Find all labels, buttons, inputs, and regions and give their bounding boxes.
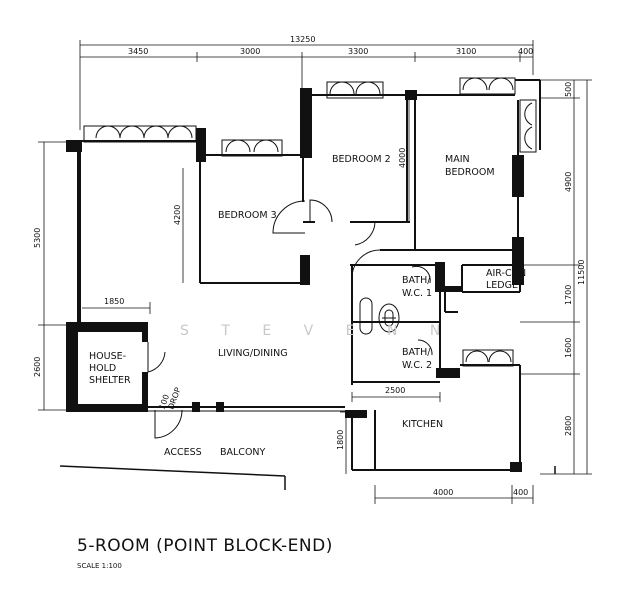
dim-bottom-4000: 4000 xyxy=(433,488,453,497)
dim-bottom-400: 400 xyxy=(513,488,528,497)
walls xyxy=(59,79,556,490)
dim-left-upper: 5300 xyxy=(33,228,42,248)
label-shelter-1: HOUSE- xyxy=(89,351,126,362)
plan-title: 5-ROOM (POINT BLOCK-END) xyxy=(77,536,333,556)
dim-top-2: 3000 xyxy=(240,47,260,56)
dim-right-3: 1700 xyxy=(564,285,573,305)
doors xyxy=(147,199,433,439)
dim-1850: 1850 xyxy=(104,297,124,306)
label-shelter-2: HOLD xyxy=(89,363,116,374)
label-living-dining: LIVING/DINING xyxy=(218,348,288,359)
dim-right-1: 500 xyxy=(564,82,573,97)
right-dimensions: 11500 500 4900 1700 1600 2800 xyxy=(520,79,592,475)
dim-right-overall: 11500 xyxy=(577,260,586,285)
bath2-door xyxy=(417,339,433,356)
label-main-bedroom-1: MAIN xyxy=(445,154,470,165)
bedroom3-window xyxy=(221,139,283,157)
watermark: S T E V E N N xyxy=(180,323,454,339)
toilet-bowl-1 xyxy=(359,297,373,335)
shelter-door xyxy=(147,342,166,373)
room-labels: BEDROOM 2 MAIN BEDROOM BEDROOM 3 LIVING/… xyxy=(89,154,526,458)
dim-top-5: 400 xyxy=(518,47,533,56)
label-aircon-2: LEDGE xyxy=(486,280,518,291)
plan-scale: SCALE 1:100 xyxy=(77,562,122,570)
bedroom2-door xyxy=(309,199,333,223)
dim-top-1: 3450 xyxy=(128,47,148,56)
label-access: ACCESS xyxy=(164,447,202,458)
label-aircon-1: AIR-CON xyxy=(486,268,526,279)
left-dimensions: 5300 2600 xyxy=(33,141,70,411)
inner-dimensions: 4200 4000 1850 2500 1800 4000 400 xyxy=(82,96,534,504)
label-kitchen: KITCHEN xyxy=(402,419,443,430)
bath-fixtures xyxy=(359,297,400,335)
label-bath1-2: W.C. 1 xyxy=(402,288,432,299)
label-shelter-3: SHELTER xyxy=(89,375,131,386)
main-bedroom-window xyxy=(459,77,516,95)
top-dimensions: 13250 3450 3000 3300 3100 400 xyxy=(79,35,534,130)
basin xyxy=(378,303,400,333)
label-bath2-1: BATH/ xyxy=(402,347,431,358)
bedroom2-window xyxy=(326,81,384,99)
dim-top-4: 3100 xyxy=(456,47,476,56)
label-main-bedroom-2: BEDROOM xyxy=(445,167,495,178)
dim-left-lower: 2600 xyxy=(33,357,42,377)
dim-1800: 1800 xyxy=(336,430,345,450)
dim-top-3: 3300 xyxy=(348,47,368,56)
dim-overall-width: 13250 xyxy=(290,35,315,44)
main-corridor-door xyxy=(350,221,376,246)
dim-4200: 4200 xyxy=(173,205,182,225)
dim-right-5: 2800 xyxy=(564,416,573,436)
dim-right-2: 4900 xyxy=(564,172,573,192)
kitchen-window xyxy=(462,349,514,367)
bedroom3-door xyxy=(272,200,306,234)
dim-2500: 2500 xyxy=(385,386,405,395)
windows xyxy=(83,77,537,367)
label-bedroom2: BEDROOM 2 xyxy=(332,154,391,165)
dim-4000: 4000 xyxy=(398,148,407,168)
bath1-door xyxy=(411,265,431,284)
label-bedroom3: BEDROOM 3 xyxy=(218,210,277,221)
dim-right-4: 1600 xyxy=(564,338,573,358)
living-window xyxy=(83,125,197,143)
label-balcony: BALCONY xyxy=(220,447,266,458)
entrance-door xyxy=(154,409,183,439)
label-bath1-1: BATH/ xyxy=(402,275,431,286)
main-bedroom-side-window xyxy=(519,99,537,153)
bath-door-arc xyxy=(351,249,381,279)
label-bath2-2: W.C. 2 xyxy=(402,360,432,371)
